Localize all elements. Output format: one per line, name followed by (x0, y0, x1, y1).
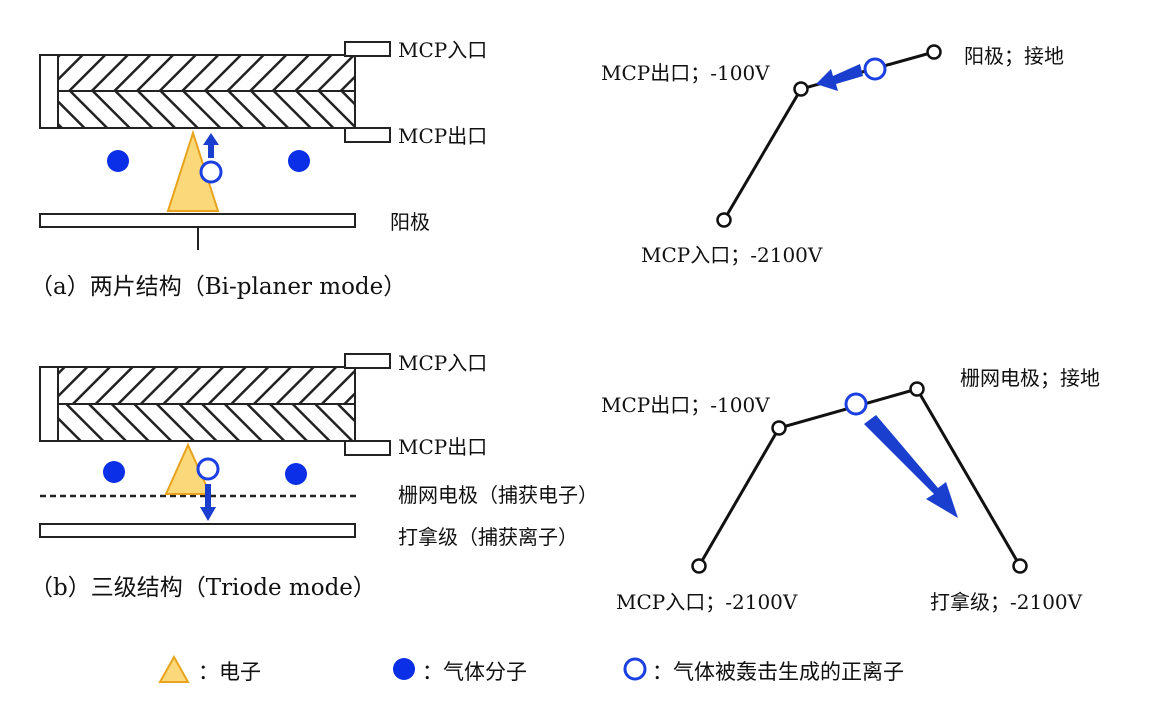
legend: ：电子 ：气体分子 ：气体被轰击生成的正离子 (158, 654, 904, 684)
pot-a-mcp-in: MCP入口；-2100V (641, 243, 823, 267)
mcp-plate-2 (39, 403, 356, 442)
pot-b-mcp-out: MCP出口；-100V (601, 393, 770, 417)
label-a-anode: 阳极 (390, 210, 430, 234)
caption-a: （a）两片结构（Bi-planer mode） (30, 274, 406, 300)
mcp-plate-1 (39, 366, 356, 405)
positive-ion (196, 457, 220, 481)
legend-ion-icon (623, 657, 647, 681)
pot-a-mcp-out: MCP出口；-100V (601, 61, 770, 85)
mcp-out-electrode (344, 127, 391, 143)
positive-ion (863, 57, 887, 81)
label-b-mcp-out: MCP出口 (398, 435, 487, 459)
legend-molecule-icon (393, 658, 415, 680)
ion-up-arrow (203, 133, 219, 158)
legend-electron-icon (158, 654, 190, 683)
potential-diagram-a (716, 44, 942, 228)
label-a-mcp-out: MCP出口 (398, 124, 487, 148)
caption-b: （b）三级结构（Triode mode） (30, 575, 376, 601)
pot-b-mcp-in: MCP入口；-2100V (616, 590, 798, 614)
panel-b-device (39, 353, 391, 538)
label-a-mcp-in: MCP入口 (398, 38, 487, 62)
label-b-grid: 栅网电极（捕获电子） (398, 483, 598, 507)
ion-path-arrow (864, 415, 958, 518)
gas-molecule (285, 463, 307, 485)
legend-electron-label: ：电子 (198, 660, 261, 684)
label-b-mcp-in: MCP入口 (398, 351, 487, 375)
legend-molecule-label: ：气体分子 (422, 660, 527, 684)
gas-molecule (107, 150, 129, 172)
mcp-in-electrode (344, 353, 391, 369)
mcp-out-electrode (344, 440, 391, 456)
legend-ion-label: ：气体被轰击生成的正离子 (652, 660, 904, 684)
positive-ion (199, 160, 223, 184)
pot-a-anode: 阳极；接地 (964, 44, 1064, 68)
mcp-plate-2 (39, 90, 356, 129)
mcp-in-electrode (344, 41, 391, 57)
pot-b-dynode: 打拿级；-2100V (930, 590, 1083, 614)
ion-path-arrow (816, 64, 863, 91)
anode-plate (39, 213, 356, 228)
positive-ion (844, 392, 868, 416)
ion-down-arrow (200, 484, 216, 521)
gas-molecule (103, 461, 125, 483)
mcp-plate-1 (39, 54, 356, 92)
gas-molecule (288, 150, 310, 172)
potential-diagram-b (691, 381, 1028, 574)
label-b-target: 打拿级（捕获离子） (398, 525, 578, 549)
panel-a-device (39, 41, 391, 250)
pot-b-grid: 栅网电极；接地 (960, 366, 1100, 390)
dynode-plate (39, 523, 356, 538)
